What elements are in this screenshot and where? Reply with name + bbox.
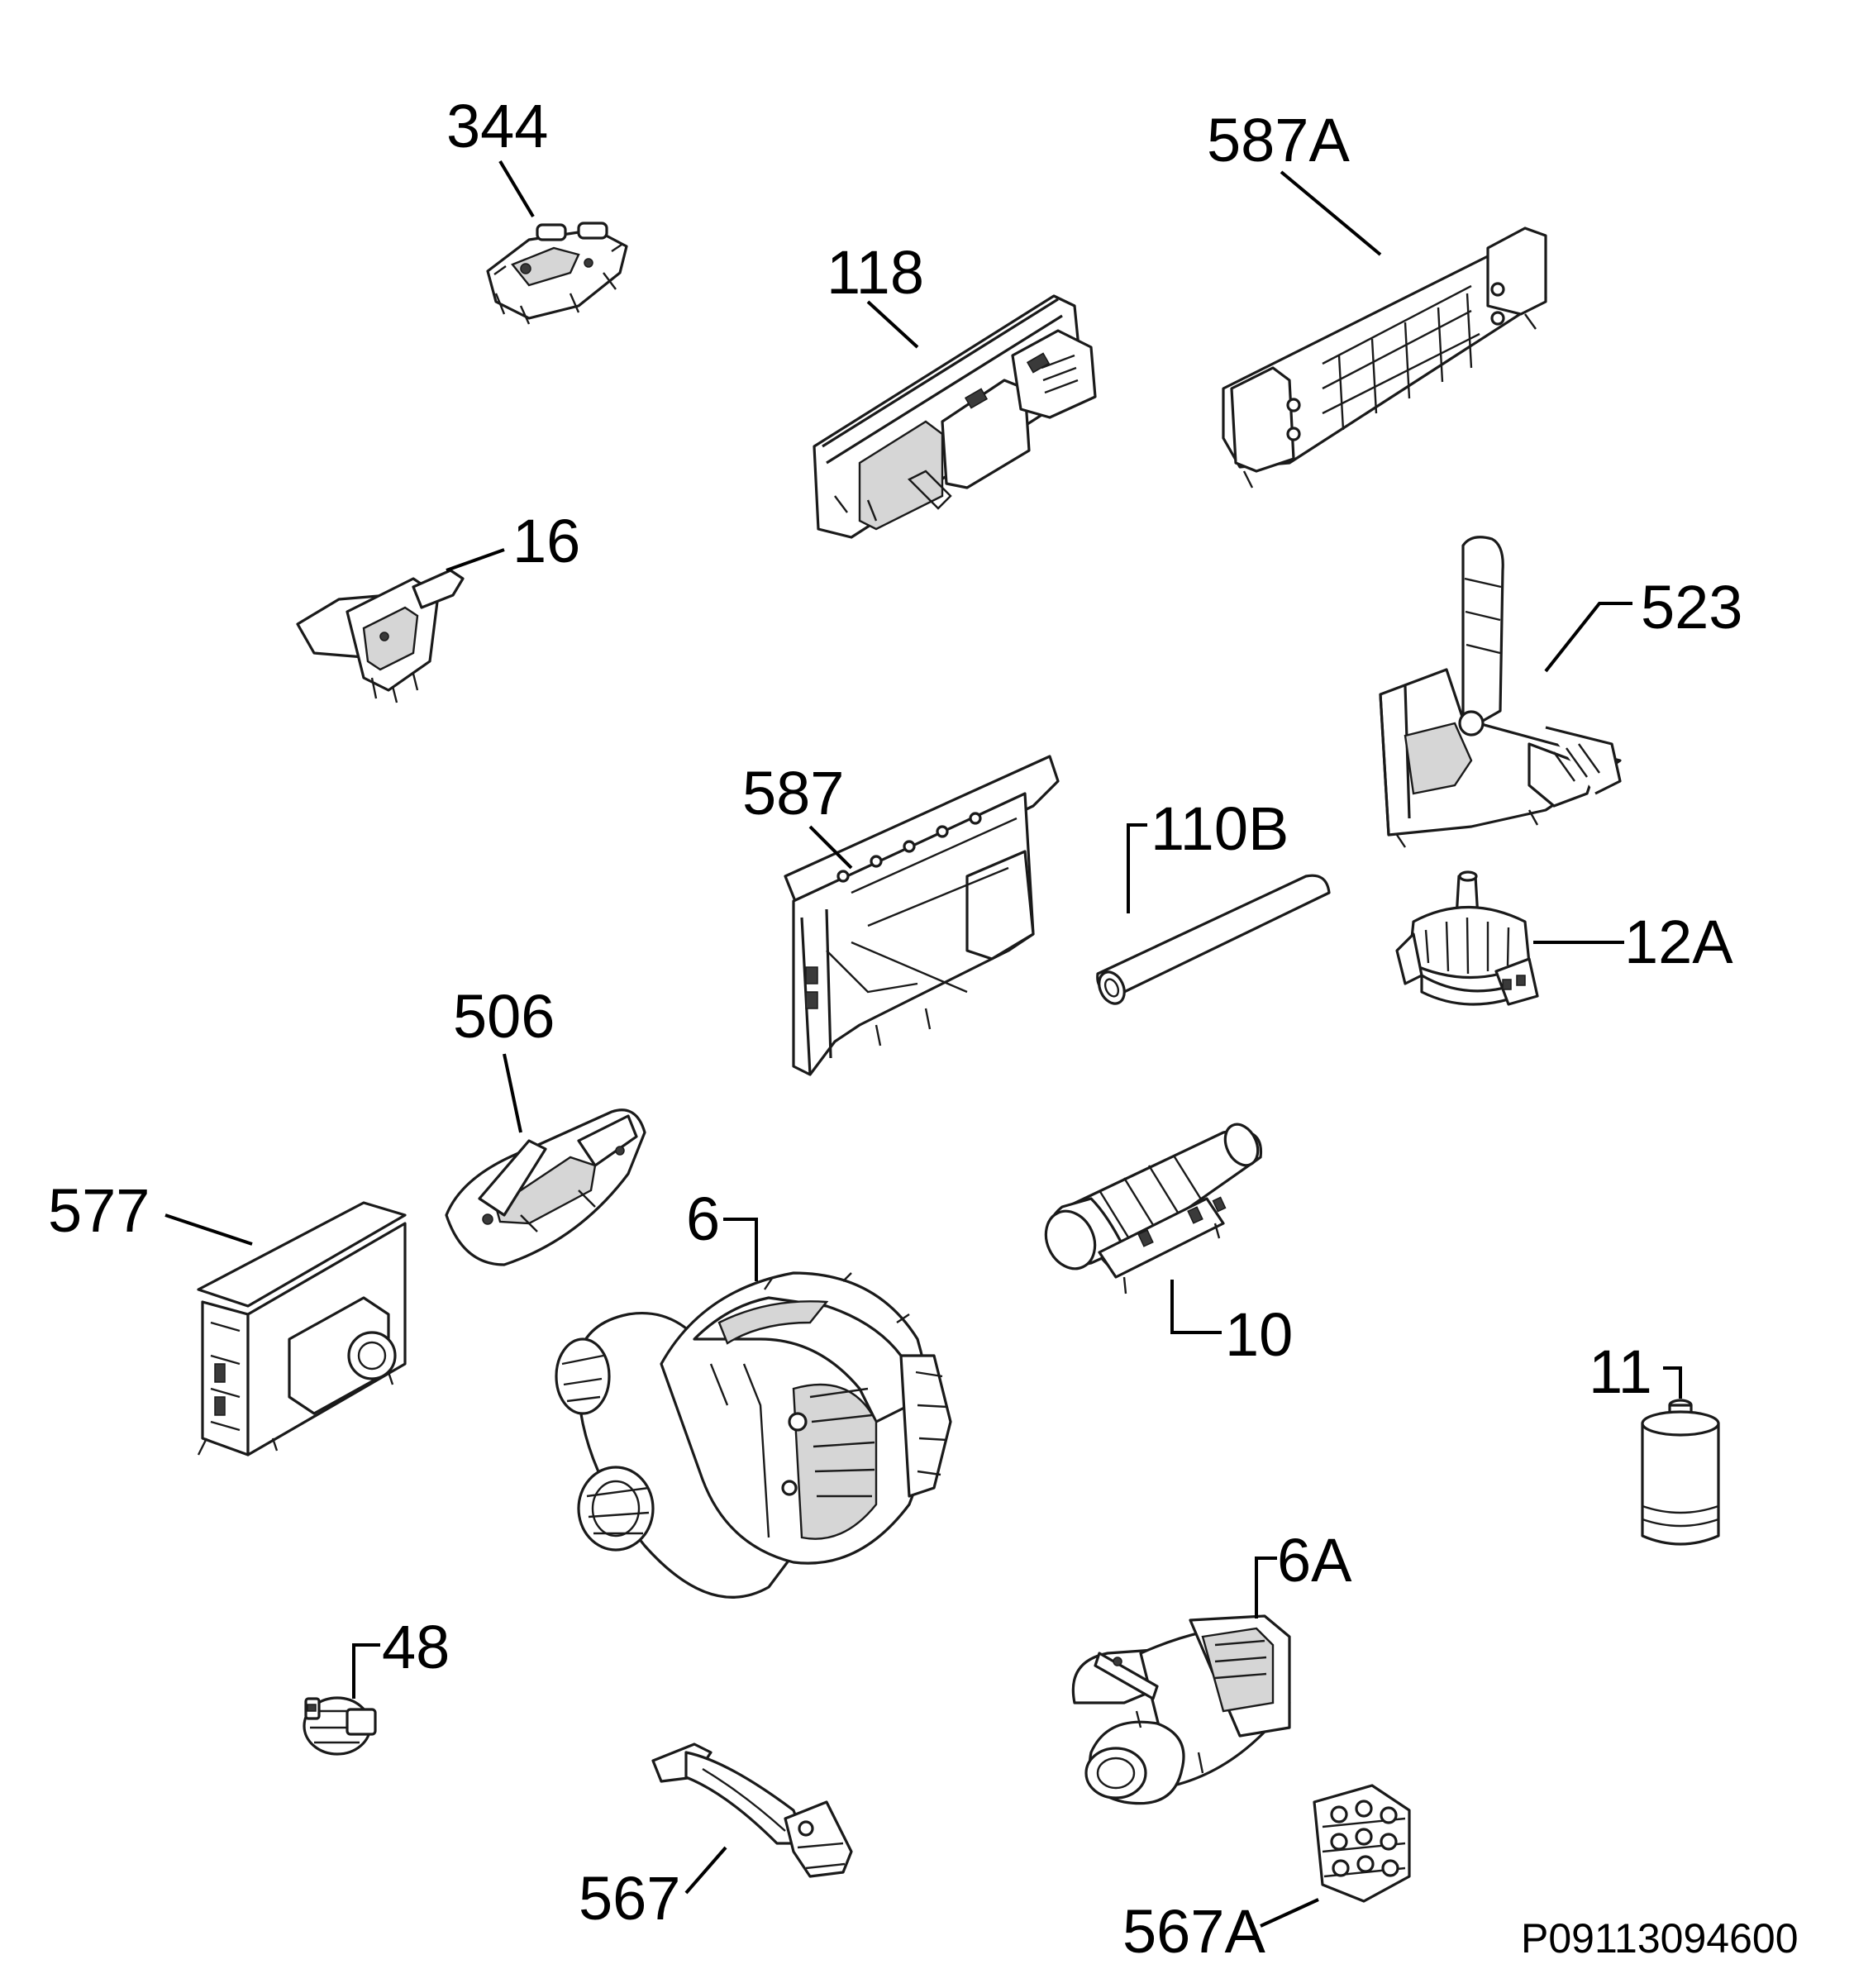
part-6-label: 6 <box>686 1185 720 1253</box>
part-16-drawing <box>296 569 465 703</box>
part-567-label: 567 <box>579 1864 680 1933</box>
part-587-leader <box>808 825 853 870</box>
part-16-leader <box>446 548 505 572</box>
part-587A-drawing <box>1222 226 1547 489</box>
part-10[interactable]: 10 <box>1037 1119 1293 1369</box>
part-567-drawing <box>651 1742 853 1878</box>
part-523-leader <box>1544 602 1632 673</box>
part-567-leader <box>684 1846 727 1895</box>
part-6A[interactable]: 6A <box>1071 1526 1352 1805</box>
part-577-drawing <box>197 1201 407 1456</box>
part-6-leader <box>723 1218 758 1281</box>
part-11-label: 11 <box>1589 1337 1652 1406</box>
part-48-label: 48 <box>382 1613 450 1681</box>
part-118-leader <box>866 300 919 349</box>
part-344[interactable]: 344 <box>446 92 628 325</box>
part-587A-leader <box>1280 170 1382 256</box>
part-587-label: 587 <box>742 759 844 827</box>
part-12A-label: 12A <box>1624 908 1733 976</box>
part-344-label: 344 <box>446 92 548 160</box>
part-110B[interactable]: 110B <box>1094 794 1331 1008</box>
part-567A-label: 567A <box>1122 1897 1265 1966</box>
part-577-leader <box>164 1213 253 1246</box>
part-11-leader <box>1663 1366 1682 1399</box>
part-506-drawing <box>445 1108 646 1266</box>
part-118[interactable]: 118 <box>813 238 1097 539</box>
part-10-label: 10 <box>1225 1300 1293 1369</box>
part-587A[interactable]: 587A <box>1207 106 1547 489</box>
part-567[interactable]: 567 <box>579 1742 853 1933</box>
part-48-drawing <box>303 1696 377 1756</box>
part-344-drawing <box>486 222 628 325</box>
part-118-label: 118 <box>827 238 924 307</box>
part-6[interactable]: 6 <box>555 1185 952 1599</box>
part-110B-label: 110B <box>1151 794 1289 863</box>
part-577-label: 577 <box>48 1176 150 1245</box>
part-110B-leader <box>1127 823 1147 913</box>
part-10-drawing <box>1044 1123 1263 1294</box>
part-11[interactable]: 11 <box>1589 1337 1720 1546</box>
part-16-label: 16 <box>512 507 580 575</box>
part-48[interactable]: 48 <box>303 1613 450 1756</box>
part-587-drawing <box>784 755 1060 1076</box>
part-506[interactable]: 506 <box>445 982 646 1266</box>
part-11-drawing <box>1641 1399 1720 1546</box>
part-344-leader <box>498 160 535 218</box>
part-110B-drawing <box>1096 874 1331 1005</box>
part-16[interactable]: 16 <box>296 507 580 703</box>
part-10-leader <box>1170 1280 1222 1334</box>
part-587[interactable]: 587 <box>742 755 1060 1076</box>
part-6-drawing <box>555 1271 952 1599</box>
part-12A[interactable]: 12A <box>1395 870 1733 1006</box>
part-567A[interactable]: 567A <box>1122 1784 1411 1966</box>
part-577[interactable]: 577 <box>48 1176 407 1456</box>
part-118-drawing <box>813 294 1097 539</box>
part-523-label: 523 <box>1641 573 1742 641</box>
drawing-code: P09113094600 <box>1521 1915 1799 1962</box>
part-6A-label: 6A <box>1277 1526 1352 1595</box>
part-523[interactable]: 523 <box>1379 536 1742 848</box>
part-523-drawing <box>1379 536 1622 848</box>
part-48-leader <box>352 1643 380 1699</box>
part-6A-drawing <box>1071 1614 1291 1805</box>
part-506-leader <box>503 1053 522 1133</box>
part-587A-label: 587A <box>1207 106 1350 174</box>
part-12A-drawing <box>1395 870 1539 1006</box>
part-567A-leader <box>1260 1898 1319 1928</box>
part-567A-drawing <box>1313 1784 1411 1903</box>
part-6A-leader <box>1255 1557 1277 1619</box>
part-506-label: 506 <box>453 982 555 1051</box>
